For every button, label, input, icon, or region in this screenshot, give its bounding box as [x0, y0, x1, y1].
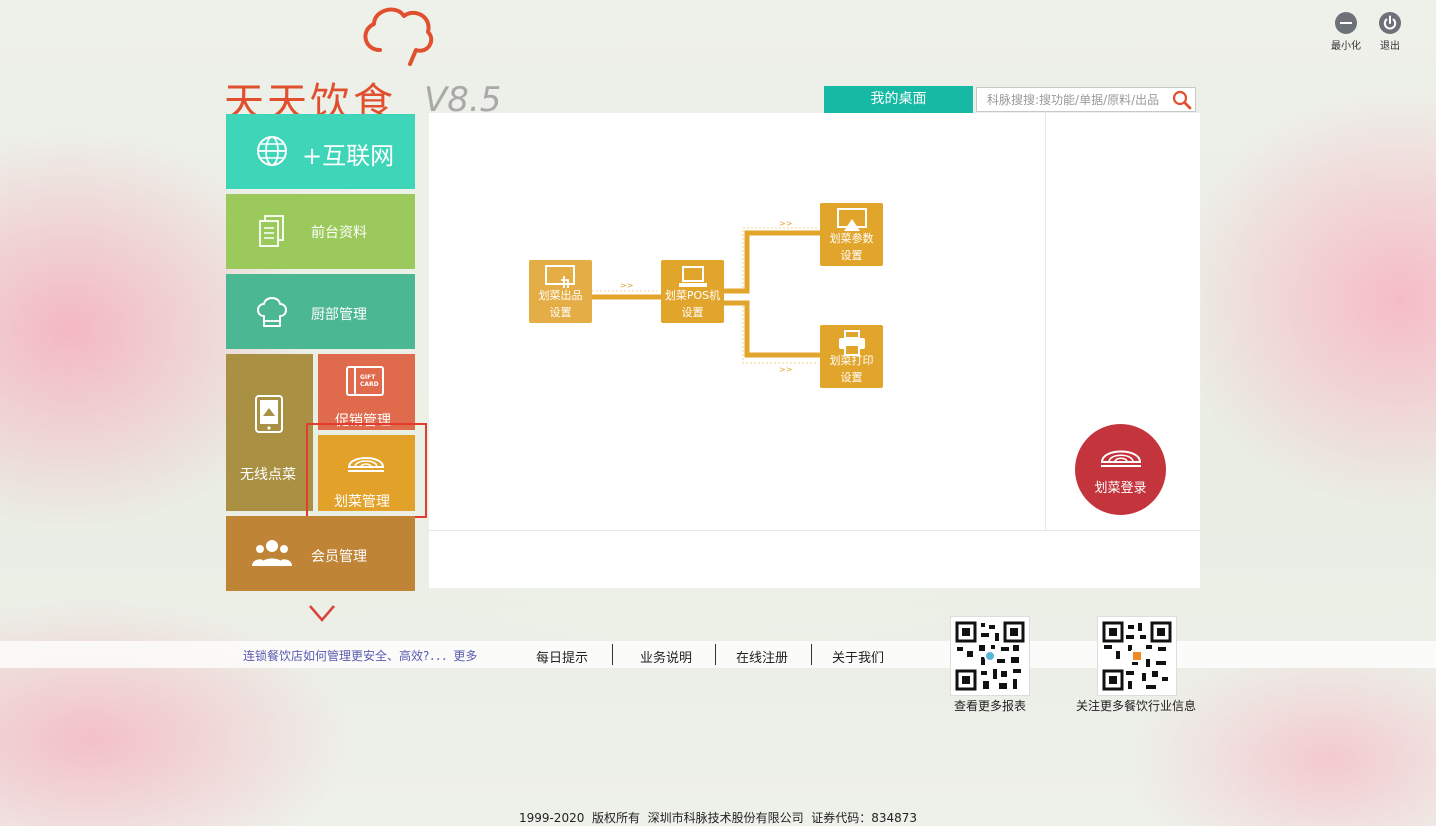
- nav-tile-promotion-label: 促销管理: [335, 413, 391, 429]
- nav-tile-dish-marking[interactable]: 划菜管理: [318, 435, 415, 511]
- nav-tile-kitchen[interactable]: 厨部管理: [226, 274, 415, 349]
- nav-tile-front-desk-label: 前台资料: [311, 225, 367, 241]
- printer-icon: [839, 330, 865, 356]
- qr-code-follow-label: 关注更多餐饮行业信息: [1076, 699, 1197, 713]
- flow-node-pos-line1: 划菜POS机: [664, 289, 721, 302]
- nav-tile-internet-label: +互联网: [302, 142, 395, 170]
- flow-node-param-settings[interactable]: 划菜参数 设置: [820, 203, 883, 266]
- app-logo: 天天饮食 V8.5: [224, 6, 514, 126]
- flow-connectors: >> >> >>: [592, 219, 820, 374]
- flow-arrow-1: >>: [620, 281, 633, 290]
- search-icon[interactable]: [1171, 89, 1193, 111]
- gift-card-icon: GIFT CARD: [346, 366, 384, 396]
- document-icon: [259, 215, 284, 247]
- link-about-us[interactable]: 关于我们: [832, 651, 885, 666]
- flow-node-param-line2: 设置: [840, 249, 863, 262]
- dish-marking-login-button[interactable]: 划菜登录: [1075, 424, 1166, 515]
- chevron-down-icon[interactable]: [307, 602, 337, 624]
- nav-tile-wireless-order[interactable]: 无线点菜: [226, 354, 313, 511]
- flow-node-output-line1: 划菜出品: [538, 289, 583, 302]
- noodle-bowl-icon: [347, 457, 385, 472]
- nav-tile-member-label: 会员管理: [311, 549, 367, 565]
- gift-card-text-1: GIFT: [360, 374, 376, 381]
- flow-node-print-line1: 划菜打印: [829, 354, 874, 367]
- search-input[interactable]: [977, 88, 1167, 111]
- noodle-bowl-icon: [1100, 450, 1142, 467]
- link-online-register[interactable]: 在线注册: [736, 651, 789, 666]
- dish-marking-login-label: 划菜登录: [1094, 481, 1147, 496]
- chef-hat-logo-icon: [363, 7, 434, 66]
- flow-node-dish-output-settings[interactable]: 划菜出品 设置: [529, 260, 592, 323]
- search-box: [976, 87, 1196, 112]
- desktop-panel: >> >> >> 划菜出品 设置 划菜POS机 设置 划菜参数 设置: [429, 113, 1200, 588]
- qr-code-icon: [1102, 621, 1172, 691]
- link-separator: [715, 644, 716, 665]
- gift-card-text-2: CARD: [360, 381, 379, 388]
- panel-divider-vertical: [1045, 113, 1046, 530]
- news-link[interactable]: 连锁餐饮店如何管理更安全、高效?．．．更多: [243, 649, 478, 663]
- link-daily-tips[interactable]: 每日提示: [536, 651, 589, 666]
- touch-screen-icon: [545, 265, 575, 288]
- flow-arrow-2: >>: [779, 219, 792, 228]
- flow-node-pos-line2: 设置: [681, 306, 704, 319]
- panel-divider-horizontal: [429, 530, 1200, 531]
- qr-code-reports-label: 查看更多报表: [954, 699, 1027, 713]
- nav-tile-front-desk[interactable]: 前台资料: [226, 194, 415, 269]
- tab-my-desktop[interactable]: 我的桌面: [824, 86, 973, 113]
- selection-highlight: [306, 423, 427, 518]
- flow-node-print-line2: 设置: [840, 371, 863, 384]
- exit-label: 退出: [1380, 41, 1400, 52]
- laptop-icon: [679, 266, 707, 287]
- nav-tile-internet[interactable]: +互联网: [226, 114, 415, 189]
- minimize-label: 最小化: [1331, 41, 1361, 52]
- flow-node-print-settings[interactable]: 划菜打印 设置: [820, 325, 883, 388]
- link-separator: [811, 644, 812, 665]
- globe-icon: [257, 136, 287, 166]
- nav-tile-promotion[interactable]: GIFT CARD 促销管理: [318, 354, 415, 430]
- bottom-bar: 连锁餐饮店如何管理更安全、高效?．．．更多 每日提示 业务说明 在线注册 关于我…: [0, 641, 1436, 668]
- flow-arrow-3: >>: [779, 365, 792, 374]
- flow-node-pos-settings[interactable]: 划菜POS机 设置: [661, 260, 724, 323]
- users-icon: [252, 540, 292, 566]
- nav-tile-dish-marking-label: 划菜管理: [334, 494, 390, 510]
- nav-tile-wireless-order-label: 无线点菜: [240, 467, 296, 483]
- minimize-icon: [1335, 12, 1357, 34]
- minimize-button[interactable]: 最小化: [1328, 12, 1364, 52]
- chef-hat-icon: [257, 297, 287, 327]
- qr-code-icon: [955, 621, 1025, 691]
- link-business-guide[interactable]: 业务说明: [640, 651, 693, 666]
- monitor-icon: [837, 208, 867, 231]
- nav-tile-kitchen-label: 厨部管理: [311, 307, 367, 323]
- power-icon: [1379, 12, 1401, 34]
- link-separator: [612, 644, 613, 665]
- qr-code-reports[interactable]: [950, 616, 1030, 696]
- exit-button[interactable]: 退出: [1372, 12, 1408, 52]
- flow-node-output-line2: 设置: [549, 306, 572, 319]
- qr-code-follow[interactable]: [1097, 616, 1177, 696]
- copyright: 1999-2020 版权所有 深圳市科脉技术股份有限公司 证券代码：834873: [518, 811, 918, 825]
- tablet-icon: [255, 395, 283, 433]
- nav-tile-member[interactable]: 会员管理: [226, 516, 415, 591]
- flow-node-param-line1: 划菜参数: [829, 232, 874, 245]
